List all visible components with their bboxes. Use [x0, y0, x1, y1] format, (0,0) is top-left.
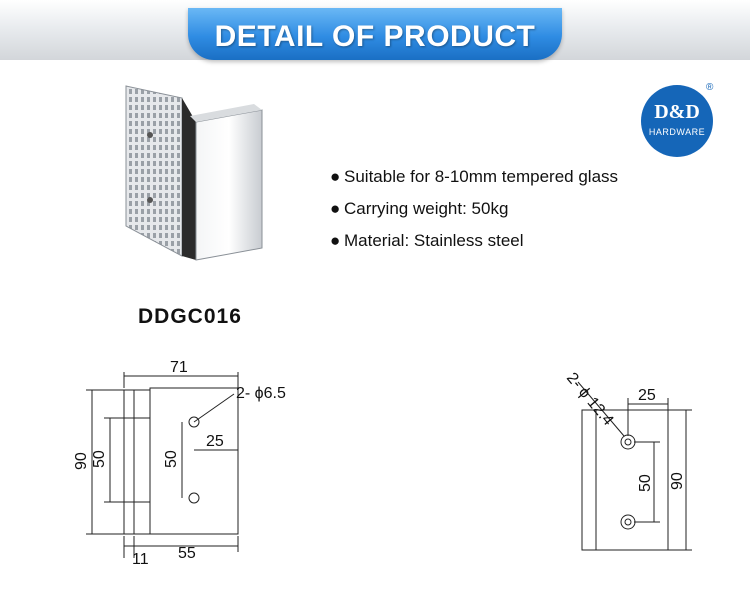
spec-item: ●Suitable for 8-10mm tempered glass — [330, 166, 618, 198]
title-banner: DETAIL OF PRODUCT — [188, 8, 562, 60]
product-image — [125, 85, 263, 261]
logo-sub-text: HARDWARE — [648, 127, 706, 137]
dim-hole-spacing: 50 — [163, 450, 180, 468]
registered-mark: ® — [706, 82, 714, 93]
right-technical-drawing: 2- ϕ 12.4 25 50 90 — [563, 370, 692, 551]
bullet-icon: ● — [330, 167, 341, 186]
page-title: DETAIL OF PRODUCT — [214, 20, 536, 53]
dim-height-outer: 90 — [73, 452, 90, 470]
spec-text: Material: Stainless steel — [344, 231, 524, 250]
dim-height-inner: 50 — [91, 450, 108, 468]
dim-height-outer-right: 90 — [669, 472, 686, 490]
spec-text: Carrying weight: 50kg — [344, 199, 509, 218]
bullet-icon: ● — [330, 231, 341, 250]
spec-list: ●Suitable for 8-10mm tempered glass ●Car… — [330, 166, 618, 262]
model-number: DDGC016 — [138, 305, 242, 328]
dim-hole-label: 2- ϕ6.5 — [236, 385, 286, 402]
brand-logo: D&D HARDWARE — [641, 85, 713, 157]
spec-item: ●Material: Stainless steel — [330, 230, 618, 262]
spec-item: ●Carrying weight: 50kg — [330, 198, 618, 230]
dim-bottom-small: 11 — [132, 551, 149, 568]
logo-main-text: D&D — [654, 101, 700, 123]
dim-hole-offset-right: 25 — [638, 387, 656, 404]
dim-bottom-width: 55 — [178, 545, 196, 562]
dim-hole-spacing-right: 50 — [637, 474, 654, 492]
spec-text: Suitable for 8-10mm tempered glass — [344, 167, 619, 186]
dim-width-top: 71 — [170, 360, 188, 376]
dim-hole-offset: 25 — [206, 433, 224, 450]
left-technical-drawing: 71 2- ϕ6.5 90 50 50 25 11 55 — [73, 360, 286, 568]
bullet-icon: ● — [330, 199, 341, 218]
